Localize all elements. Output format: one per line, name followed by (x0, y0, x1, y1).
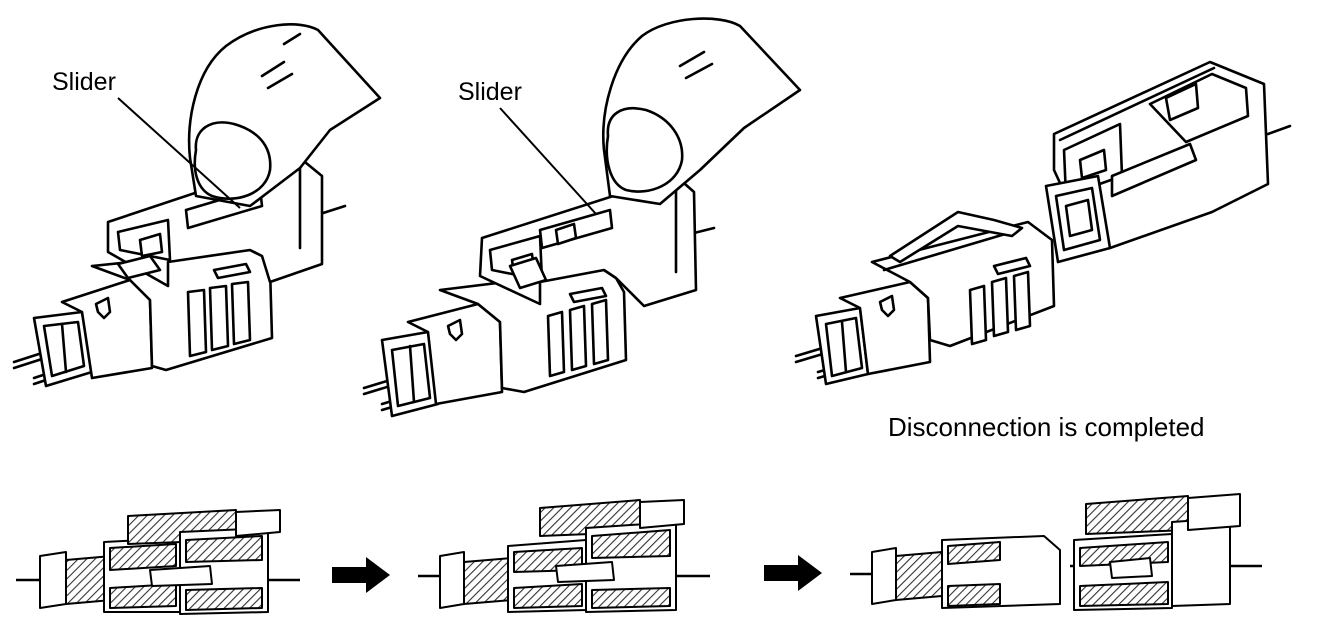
slider-leader-line-2 (499, 107, 597, 215)
finger-icon (602, 17, 802, 206)
cross-section-2 (418, 499, 710, 613)
slider-label-middle: Slider (458, 78, 522, 106)
connector-view-1 (12, 156, 347, 388)
connector-view-3 (794, 60, 1292, 386)
slider-label-left: Slider (52, 68, 116, 96)
cross-section-1 (16, 509, 300, 615)
connector-view-2 (362, 174, 716, 418)
finger-icon (187, 23, 382, 208)
cross-section-3 (850, 493, 1262, 611)
slider-leader-line-1 (117, 97, 241, 209)
right-arrow-icon (764, 555, 822, 591)
disconnection-caption: Disconnection is completed (888, 412, 1205, 442)
right-arrow-icon (332, 557, 390, 593)
